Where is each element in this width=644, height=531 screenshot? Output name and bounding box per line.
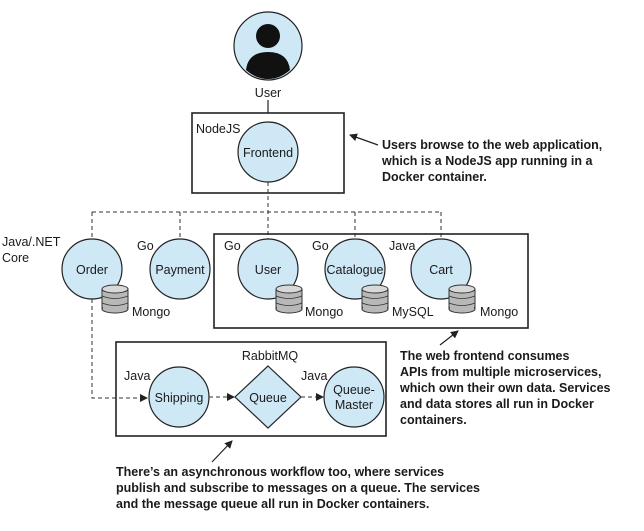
services-annotation-line-2: APIs from multiple microservices, bbox=[400, 365, 601, 379]
queue-master-label-line-1: Queue- bbox=[333, 383, 375, 397]
services-annotation-line-3: which own their own data. Services bbox=[399, 381, 611, 395]
user-service-node-label: User bbox=[255, 263, 281, 277]
frontend-annotation-line-1: Users browse to the web application, bbox=[382, 138, 602, 152]
queue-master-label-line-2: Master bbox=[335, 398, 373, 412]
order-db-label: Mongo bbox=[132, 305, 170, 319]
messaging-annotation-arrow bbox=[211, 440, 233, 463]
services-annotation-line-5: containers. bbox=[400, 413, 467, 427]
order-node-label: Order bbox=[76, 263, 108, 277]
cart-database-icon bbox=[448, 284, 476, 314]
order-tech-label-line-1: Java/.NET bbox=[2, 235, 61, 249]
cart-db-label: Mongo bbox=[480, 305, 518, 319]
catalogue-node bbox=[324, 238, 386, 300]
user-db-label: Mongo bbox=[305, 305, 343, 319]
user-service-node bbox=[237, 238, 299, 300]
service-connection-lines bbox=[91, 182, 442, 239]
frontend-node-label: Frontend bbox=[243, 146, 293, 160]
shipping-tech-label: Java bbox=[124, 369, 150, 383]
frontend-annotation-line-3: Docker container. bbox=[382, 170, 487, 184]
payment-tech-label: Go bbox=[137, 239, 154, 253]
catalogue-node-label: Catalogue bbox=[327, 263, 384, 277]
services-container-box bbox=[213, 233, 529, 329]
cart-node-label: Cart bbox=[429, 263, 453, 277]
messaging-annotation-line-1: There’s an asynchronous workflow too, wh… bbox=[116, 465, 444, 479]
frontend-annotation-line-2: which is a NodeJS app running in a bbox=[381, 154, 593, 168]
payment-node bbox=[149, 238, 211, 300]
services-annotation-arrow bbox=[439, 330, 459, 346]
cart-node bbox=[410, 238, 472, 300]
messaging-container-box bbox=[115, 341, 387, 437]
cart-tech-label: Java bbox=[389, 239, 415, 253]
services-annotation-line-4: and data stores all run in Docker bbox=[400, 397, 594, 411]
rabbitmq-label: RabbitMQ bbox=[242, 349, 299, 363]
queue-label: Queue bbox=[249, 391, 287, 405]
order-database-icon bbox=[101, 284, 129, 314]
services-annotation-line-1: The web frontend consumes bbox=[400, 349, 570, 363]
queue-master-node bbox=[323, 366, 385, 428]
queue-master-tech-label: Java bbox=[301, 369, 327, 383]
user-avatar-icon bbox=[233, 11, 303, 81]
frontend-annotation-arrow bbox=[349, 133, 379, 146]
order-tech-label-line-2: Core bbox=[2, 251, 29, 265]
messaging-annotation-line-2: publish and subscribe to messages on a q… bbox=[116, 481, 480, 495]
user-label: User bbox=[255, 86, 281, 100]
queue-diamond bbox=[234, 365, 302, 429]
payment-node-label: Payment bbox=[155, 263, 205, 277]
catalogue-db-label: MySQL bbox=[392, 305, 434, 319]
user-database-icon bbox=[275, 284, 303, 314]
catalogue-database-icon bbox=[361, 284, 389, 314]
shipping-node-label: Shipping bbox=[155, 391, 204, 405]
catalogue-tech-label: Go bbox=[312, 239, 329, 253]
messaging-annotation-line-3: and the message queue all run in Docker … bbox=[116, 497, 429, 511]
order-to-shipping-line bbox=[91, 299, 148, 402]
user-service-tech-label: Go bbox=[224, 239, 241, 253]
frontend-tech-label: NodeJS bbox=[196, 122, 240, 136]
